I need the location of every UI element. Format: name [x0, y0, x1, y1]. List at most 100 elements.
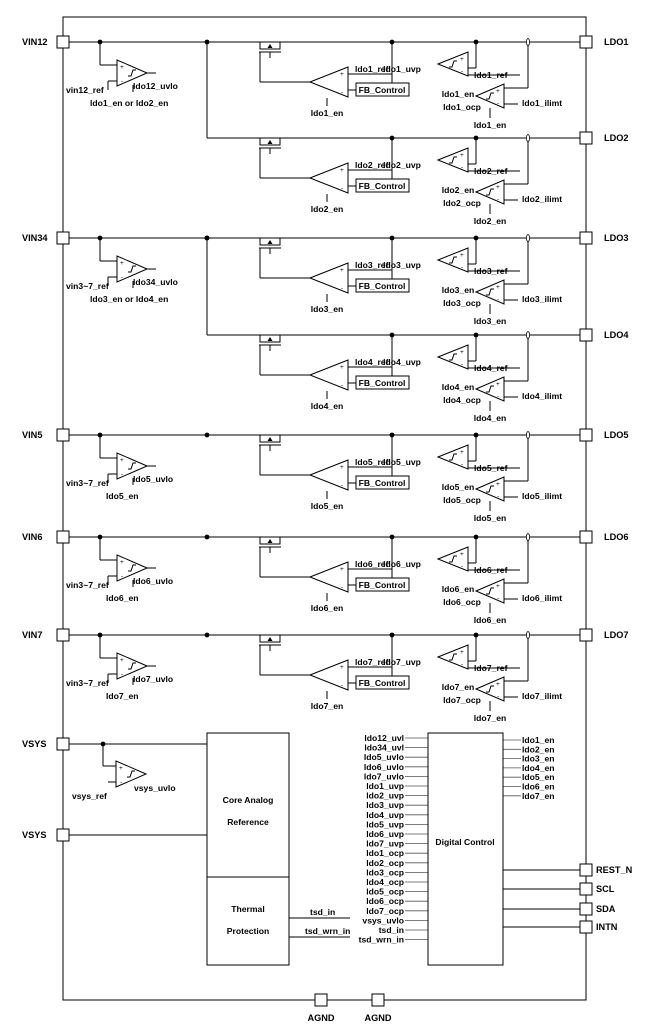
vsys-ref-label: vsys_ref: [72, 791, 107, 801]
uvp-label: ldo4_uvp: [383, 357, 421, 367]
junction-dot: [97, 534, 103, 540]
ilimt-label: ldo3_ilimt: [522, 294, 562, 304]
ocp-en-label: ldo7_en: [442, 682, 474, 692]
plus-symbol: +: [120, 657, 124, 664]
junction-dot: [204, 235, 210, 241]
fb-control-ldo1: [355, 82, 410, 97]
uvlo-en-label: ldo1_en or ldo2_en: [90, 98, 168, 108]
components: +-+-+-+-+-+-+-+-+-+-+-+-+-+-+-+-+-+-+-+-…: [56, 35, 593, 1007]
plus-symbol: +: [340, 364, 344, 371]
pin-label-vin7: VIN7: [22, 630, 42, 640]
pin-label-scl: SCL: [596, 884, 615, 894]
pass-transistor-ldo7-arrow: [267, 637, 273, 641]
digital-input-label: ldo5_uvp: [366, 819, 404, 829]
amp-en-label: ldo6_en: [311, 603, 343, 613]
uvp-comparator-ldo1: +-: [436, 51, 469, 77]
ocp-label: ldo5_ocp: [443, 495, 481, 505]
pin-ldo2: [579, 131, 593, 145]
minus-symbol: -: [461, 68, 463, 75]
plus-symbol: +: [120, 559, 124, 566]
ocp-comparator-ldo6: +-: [474, 578, 505, 604]
pin-rest_n: [579, 863, 593, 877]
uvlo-ref-label: vin3~7_ref: [66, 678, 109, 688]
minus-symbol: -: [461, 264, 463, 271]
hysteresis-symbol: [449, 353, 457, 361]
hysteresis-symbol: [449, 555, 457, 563]
pin-scl: [579, 882, 593, 896]
pin-label-rest_n: REST_N: [596, 865, 633, 875]
uvlo-out-label: ldo5_uvlo: [133, 474, 173, 484]
plus-symbol: +: [120, 260, 124, 267]
hysteresis-symbol: [449, 60, 457, 68]
digital-input-label: ldo1_ocp: [366, 848, 404, 858]
minus-symbol: -: [497, 693, 499, 700]
error-amp-ldo6-body: [308, 561, 349, 593]
pass-transistor-ldo2-channel: [259, 138, 281, 146]
ocp-comparator-ldo5: +-: [474, 476, 505, 502]
bottom-en-label: ldo3_en: [474, 316, 506, 326]
digital-input-label: ldo7_uvp: [366, 839, 404, 849]
minus-symbol: -: [121, 274, 123, 281]
error-amp-ldo1: +-: [308, 66, 349, 98]
digital-output-label: ldo7_en: [522, 791, 554, 801]
minus-symbol: -: [341, 382, 343, 389]
minus-symbol: -: [341, 584, 343, 591]
pin-agnd-2: [371, 993, 385, 1007]
junction-dot: [97, 432, 103, 438]
junction-dot: [389, 39, 395, 45]
digital-control-label: Digital Control: [435, 837, 494, 847]
digital-output-label: ldo2_en: [522, 744, 554, 754]
pass-transistor-ldo4-arrow: [267, 337, 273, 341]
pin-ldo1: [579, 35, 593, 49]
uvp-comparator-ldo6: +-: [436, 546, 469, 572]
digital-input-label: tsd_in: [379, 925, 404, 935]
uvp-ref-label: ldo1_ref: [474, 70, 508, 80]
bottom-en-label: ldo1_en: [474, 120, 506, 130]
plus-symbol: +: [340, 464, 344, 471]
uvlo-ref-label: vin3~7_ref: [66, 478, 109, 488]
amp-en-label: ldo4_en: [311, 401, 343, 411]
ocp-label: ldo3_ocp: [443, 298, 481, 308]
fb-control-label: FB_Control: [359, 181, 406, 191]
pass-transistor-ldo2-arrow: [267, 140, 273, 144]
pin-ldo7: [579, 628, 593, 642]
hysteresis-symbol: [449, 653, 457, 661]
current-sense-ring: [526, 533, 531, 541]
uvp-comparator-ldo5: +-: [436, 444, 469, 470]
uvp-label: ldo5_uvp: [383, 457, 421, 467]
pin-label-ldo4: LDO4: [604, 330, 629, 340]
junction-dot: [204, 39, 210, 45]
pass-transistor-ldo7: [259, 635, 281, 646]
bottom-en-label: ldo4_en: [474, 413, 506, 423]
pin-label-ldo2: LDO2: [604, 133, 629, 143]
uvlo-comparator-1: +-: [116, 59, 149, 87]
uvp-label: ldo2_uvp: [383, 160, 421, 170]
ilimt-label: ldo2_ilimt: [522, 194, 562, 204]
pin-label-vin34: VIN34: [22, 233, 48, 243]
plus-symbol: +: [460, 349, 464, 356]
uvlo-out-label: ldo6_uvlo: [133, 576, 173, 586]
pin-label-vin5: VIN5: [22, 430, 42, 440]
fb-control-label: FB_Control: [359, 678, 406, 688]
digital-output-label: ldo1_en: [522, 735, 554, 745]
amp-en-label: ldo5_en: [311, 501, 343, 511]
bottom-en-label: ldo5_en: [474, 513, 506, 523]
pass-transistor-ldo5-channel: [259, 435, 281, 443]
junction-dot: [100, 741, 106, 747]
minus-symbol: -: [341, 482, 343, 489]
ocp-en-label: ldo5_en: [442, 482, 474, 492]
bottom-en-label: ldo6_en: [474, 615, 506, 625]
core-analog-reference: [206, 732, 290, 878]
pin-vin7: [56, 628, 70, 642]
minus-symbol: -: [120, 779, 122, 786]
digital-input-label: tsd_wrn_in: [359, 935, 404, 945]
pin-label-vsys: VSYS: [22, 739, 47, 749]
error-amp-ldo3: +-: [308, 262, 349, 294]
labels: VIN12VIN34VIN5VIN6VIN7VSYSVSYSLDO1LDO2LD…: [22, 37, 633, 1023]
pass-transistor-ldo1-channel: [259, 42, 281, 50]
fb-control-ldo7: [355, 675, 410, 690]
minus-symbol: -: [497, 100, 499, 107]
digital-input-label: ldo5_ocp: [366, 887, 404, 897]
plus-symbol: +: [340, 71, 344, 78]
junction-dot: [473, 534, 479, 540]
